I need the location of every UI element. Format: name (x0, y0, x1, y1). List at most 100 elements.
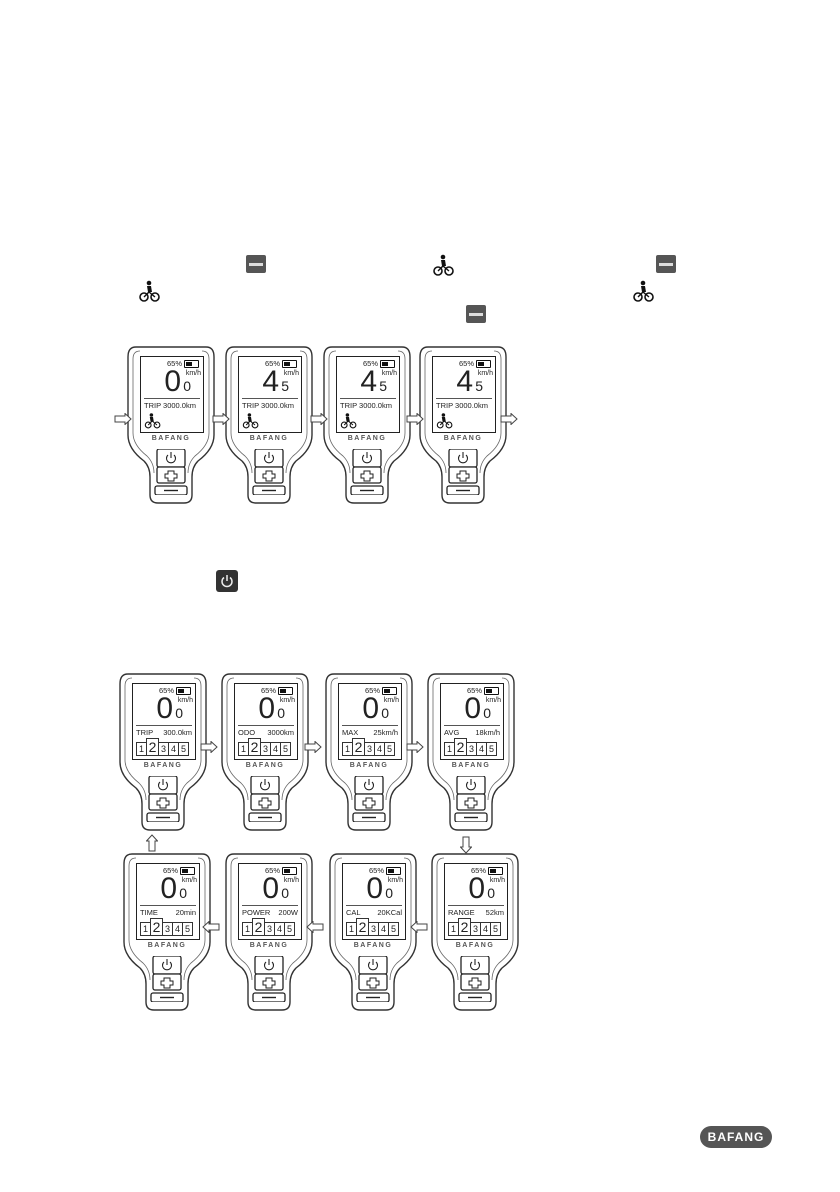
battery-percent: 65% (264, 866, 280, 875)
speed-integer: 4 (262, 365, 279, 398)
battery-percent: 65% (458, 359, 474, 368)
speed-unit: km/h (177, 697, 193, 704)
assist-level: 5 (182, 922, 193, 936)
device-brand: BAFANG (455, 942, 495, 949)
info-label: TRIP (136, 728, 154, 737)
speed-decimal: 0 (175, 705, 183, 721)
speed-unit: km/h (283, 370, 299, 377)
bafang-logo: BAFANG (700, 1126, 772, 1148)
info-value: 200W (278, 908, 298, 917)
speed-decimal: 5 (281, 378, 289, 394)
speed-unit: km/h (387, 877, 403, 884)
device-brand: BAFANG (143, 762, 183, 769)
assist-level: 5 (388, 922, 399, 936)
device-brand: BAFANG (151, 435, 191, 442)
speed-unit: km/h (485, 697, 501, 704)
info-label: TRIP 3000.0km (340, 401, 392, 410)
info-label: POWER (242, 908, 271, 917)
device-brand: BAFANG (147, 942, 187, 949)
flow-arrow-icon (310, 412, 328, 430)
display-unit: 65% 4 km/h 5 TRIP 3000.0km BAFANG (418, 345, 508, 505)
flow-arrow-icon (202, 920, 220, 938)
speed-decimal: 0 (385, 885, 393, 901)
flow-arrow-icon (114, 412, 132, 430)
display-unit: 65% 4 km/h 5 TRIP 3000.0km BAFANG (224, 345, 314, 505)
battery-icon (382, 686, 397, 695)
minus-button-icon (246, 255, 266, 273)
info-label: TRIP 3000.0km (242, 401, 294, 410)
speed-decimal: 5 (379, 378, 387, 394)
assist-level: 5 (486, 742, 497, 756)
info-label: RANGE (448, 908, 475, 917)
battery-percent: 65% (166, 359, 182, 368)
battery-percent: 65% (260, 686, 276, 695)
device-brand: BAFANG (249, 435, 289, 442)
speed-integer: 0 (262, 872, 279, 905)
speed-decimal: 0 (281, 885, 289, 901)
info-value: 52km (485, 908, 504, 917)
walk-assist-icon (432, 254, 454, 276)
assist-level: 5 (490, 922, 501, 936)
battery-icon (278, 686, 293, 695)
speed-unit: km/h (477, 370, 493, 377)
speed-unit: km/h (283, 877, 299, 884)
assist-level: 5 (178, 742, 189, 756)
speed-decimal: 0 (487, 885, 495, 901)
battery-icon (282, 359, 297, 368)
speed-unit: km/h (381, 370, 397, 377)
flow-arrow-icon (406, 412, 424, 430)
info-label: TIME (140, 908, 158, 917)
speed-integer: 0 (156, 692, 173, 725)
flow-arrow-icon (304, 740, 322, 758)
info-label: CAL (346, 908, 361, 917)
flow-arrow-icon (500, 412, 518, 430)
speed-decimal: 5 (475, 378, 483, 394)
walk-assist-icon (242, 413, 260, 429)
battery-icon (180, 866, 195, 875)
speed-unit: km/h (383, 697, 399, 704)
flow-arrow-icon (200, 740, 218, 758)
battery-percent: 65% (158, 686, 174, 695)
info-label: TRIP 3000.0km (436, 401, 488, 410)
battery-percent: 65% (368, 866, 384, 875)
battery-icon (176, 686, 191, 695)
speed-integer: 0 (164, 365, 181, 398)
battery-percent: 65% (364, 686, 380, 695)
info-label: MAX (342, 728, 359, 737)
battery-icon (476, 359, 491, 368)
info-value: 3000km (267, 728, 294, 737)
device-brand: BAFANG (249, 942, 289, 949)
power-button-icon (216, 570, 238, 592)
flow-arrow-icon (145, 834, 159, 857)
battery-percent: 65% (162, 866, 178, 875)
speed-decimal: 0 (183, 378, 191, 394)
walk-assist-icon (340, 413, 358, 429)
info-value: 25km/h (373, 728, 398, 737)
battery-percent: 65% (362, 359, 378, 368)
speed-integer: 0 (366, 872, 383, 905)
speed-decimal: 0 (483, 705, 491, 721)
assist-level: 5 (384, 742, 395, 756)
speed-integer: 4 (360, 365, 377, 398)
speed-decimal: 0 (381, 705, 389, 721)
display-unit: 65% 0 km/h 0 TRIP 3000.0km BAFANG (126, 345, 216, 505)
device-brand: BAFANG (245, 762, 285, 769)
assist-level: 5 (284, 922, 295, 936)
